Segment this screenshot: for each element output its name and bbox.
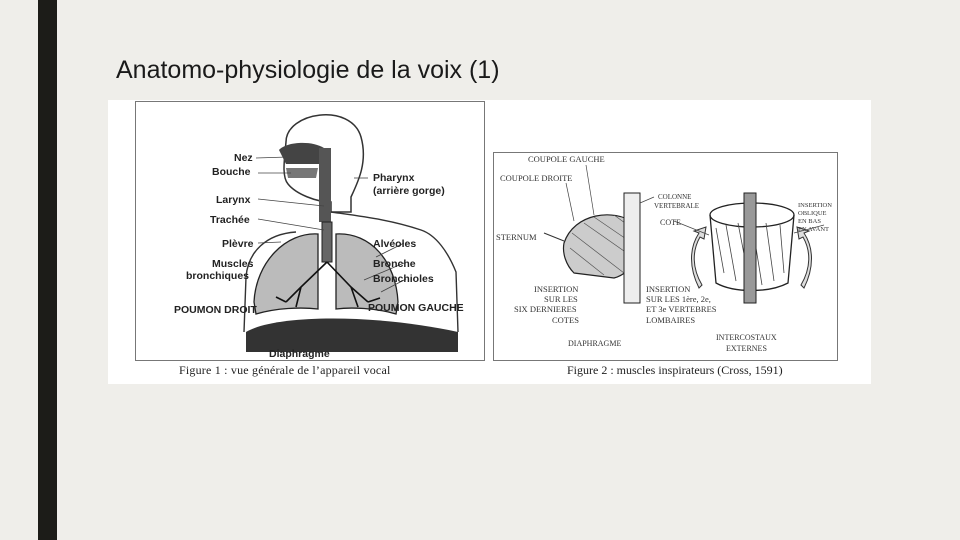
accent-side-bar bbox=[38, 0, 57, 540]
figure-1-drawing: Nez Bouche Larynx Trachée Plèvre Muscles… bbox=[174, 114, 464, 360]
label-insertion1-line4: COTES bbox=[552, 315, 579, 325]
label-intercostaux: INTERCOSTAUX bbox=[716, 333, 777, 342]
label-alveoles: Alvéoles bbox=[373, 238, 416, 250]
label-coupole-droite: COUPOLE DROITE bbox=[500, 173, 572, 183]
label-plevre: Plèvre bbox=[222, 238, 254, 250]
mouth-cavity bbox=[286, 168, 318, 178]
label-insertion2-line4: LOMBAIRES bbox=[646, 315, 695, 325]
label-bronchiques: bronchiques bbox=[186, 270, 249, 282]
leader-lines bbox=[255, 156, 407, 293]
left-lung bbox=[335, 233, 399, 315]
trachea bbox=[321, 221, 333, 263]
label-sternum: STERNUM bbox=[496, 232, 537, 242]
label-oblique-4: EN AVANT bbox=[798, 226, 829, 233]
label-muscles: Muscles bbox=[212, 258, 254, 270]
nasal-cavity bbox=[279, 142, 324, 164]
label-bronche: Bronche bbox=[373, 258, 416, 270]
label-coupole-gauche: COUPOLE GAUCHE bbox=[528, 154, 605, 164]
label-oblique-1: INSERTION bbox=[798, 202, 832, 209]
label-nez: Nez bbox=[234, 152, 253, 164]
label-diaphragme: Diaphragme bbox=[269, 348, 330, 360]
figure-2-caption: Figure 2 : muscles inspirateurs (Cross, … bbox=[567, 363, 783, 377]
label-cote: COTE bbox=[660, 218, 681, 227]
right-lung bbox=[253, 233, 319, 315]
label-oblique-3: EN BAS bbox=[798, 218, 821, 225]
diaphragm-hatching bbox=[569, 214, 637, 276]
label-arriere-gorge: (arrière gorge) bbox=[373, 185, 445, 197]
label-insertion1-line1: INSERTION bbox=[534, 284, 578, 294]
head-outline bbox=[283, 114, 365, 213]
label-pharynx: Pharynx bbox=[373, 172, 415, 184]
figures-image-panel: Nez Bouche Larynx Trachée Plèvre Muscles… bbox=[108, 100, 871, 384]
label-trachee: Trachée bbox=[210, 214, 250, 226]
label-bouche: Bouche bbox=[212, 166, 251, 178]
label-insertion2-line3: ET 3e VERTEBRES bbox=[646, 304, 717, 314]
slide-title: Anatomo-physiologie de la voix (1) bbox=[116, 56, 500, 84]
label-poumon-gauche: POUMON GAUCHE bbox=[368, 302, 464, 314]
arrow-left bbox=[691, 226, 707, 289]
label-larynx: Larynx bbox=[216, 194, 251, 206]
label-insertion1-line3: SIX DERNIERES bbox=[514, 304, 577, 314]
arrow-right bbox=[796, 226, 812, 289]
label-externes: EXTERNES bbox=[726, 344, 767, 353]
sternum-line bbox=[543, 232, 565, 242]
label-vertebrale: VERTEBRALE bbox=[654, 202, 699, 210]
figure-2-drawing: COUPOLE GAUCHE COUPOLE DROITE STERNUM IN… bbox=[496, 154, 832, 353]
label-insertion2-line1: INSERTION bbox=[646, 284, 690, 294]
figure-2-inspiratory-muscles: COUPOLE GAUCHE COUPOLE DROITE STERNUM IN… bbox=[493, 152, 838, 361]
label-oblique-2: OBLIQUE bbox=[798, 210, 827, 217]
figure-1-caption: Figure 1 : vue générale de l’appareil vo… bbox=[179, 363, 391, 377]
label-insertion1-line2: SUR LES bbox=[544, 294, 578, 304]
leader-lines-2 bbox=[565, 164, 825, 236]
label-diaphragme-2: DIAPHRAGME bbox=[568, 339, 621, 348]
vertebral-column bbox=[623, 192, 641, 304]
label-colonne: COLONNE bbox=[658, 193, 691, 201]
label-insertion2-line2: SUR LES 1ère, 2e, bbox=[646, 294, 711, 304]
figure-1-vocal-apparatus: Nez Bouche Larynx Trachée Plèvre Muscles… bbox=[135, 101, 485, 361]
label-bronchioles: Bronchioles bbox=[373, 273, 434, 285]
body-outline bbox=[243, 211, 459, 333]
label-poumon-droit: POUMON DROIT bbox=[174, 304, 257, 316]
bronchial-tree bbox=[275, 261, 381, 308]
pharynx-tube bbox=[319, 148, 331, 222]
diaphragm-shape bbox=[246, 318, 458, 352]
spine-column-2 bbox=[743, 192, 757, 304]
